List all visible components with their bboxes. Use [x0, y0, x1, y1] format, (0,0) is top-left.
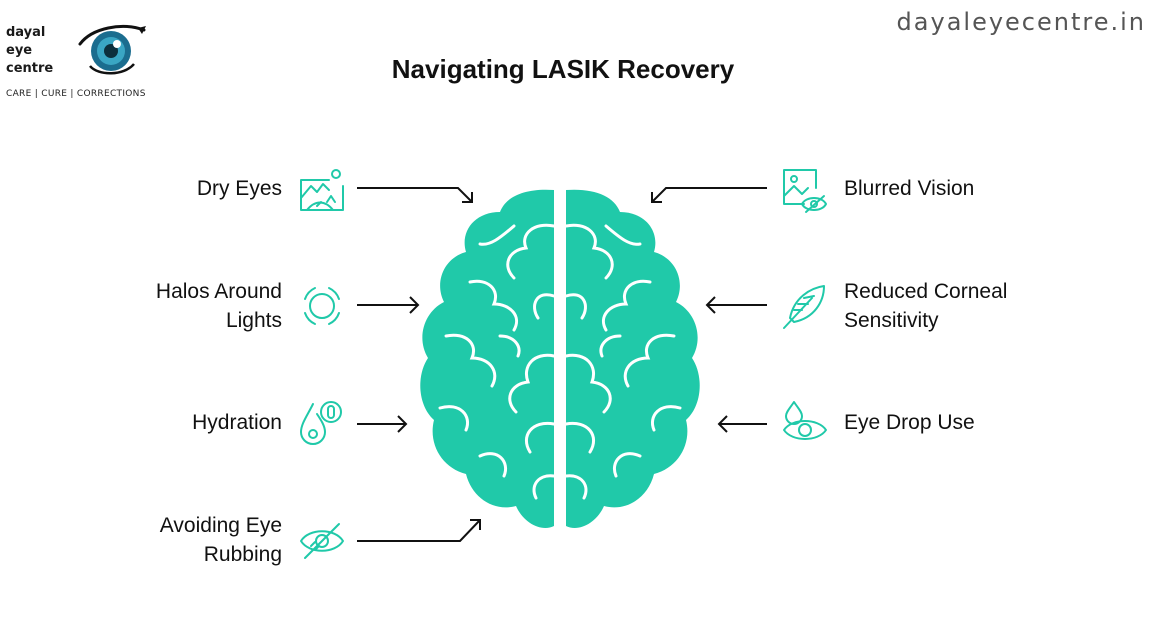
label-dry-eyes-line-1: Dry Eyes: [196, 177, 282, 200]
page-title: Navigating LASIK Recovery: [391, 54, 735, 84]
label-halos: Halos Around Lights: [156, 277, 282, 335]
logo-line-1: dayal: [6, 25, 46, 40]
label-halos-line-1: Halos Around: [155, 280, 282, 303]
label-corneal-line-2: Sensitivity: [844, 309, 939, 332]
label-hydration-line-1: Hydration: [192, 411, 282, 434]
logo-line-2: eye: [6, 43, 33, 58]
label-eye-drop-line-1: Eye Drop Use: [844, 411, 975, 434]
arrow-corneal: [705, 296, 767, 314]
label-avoiding-rubbing: Avoiding Eye Rubbing: [160, 511, 282, 569]
blurred-image-eye-icon: [783, 169, 827, 213]
halo-ring-icon: [304, 287, 340, 325]
arrow-hydration: [357, 415, 408, 433]
label-blurred-vision-line-1: Blurred Vision: [844, 177, 975, 200]
eye-drop-icon: [783, 401, 827, 440]
eye-slash-icon: [300, 523, 344, 559]
label-corneal: Reduced Corneal Sensitivity: [844, 277, 1007, 335]
label-dry-eyes: Dry Eyes: [197, 174, 282, 203]
label-halos-line-2: Lights: [225, 309, 282, 332]
arrow-dry-eyes: [357, 187, 473, 203]
label-eye-drop: Eye Drop Use: [844, 408, 975, 437]
arrow-avoiding-rubbing: [357, 519, 481, 542]
dry-landscape-icon: [300, 169, 344, 211]
arrow-halos: [357, 296, 420, 314]
label-avoiding-rubbing-line-2: Rubbing: [203, 543, 282, 566]
water-drop-icon: [300, 401, 342, 445]
brain-illustration: [420, 189, 700, 528]
logo-tagline: CARE | CURE | CORRECTIONS: [6, 89, 146, 99]
label-hydration: Hydration: [192, 408, 282, 437]
logo-wordmark: dayal eye centre: [6, 24, 53, 78]
label-avoiding-rubbing-line-1: Avoiding Eye: [159, 514, 282, 537]
label-blurred-vision: Blurred Vision: [844, 174, 974, 203]
brand-logo: dayal eye centre CARE | CURE | CORRECTIO…: [6, 24, 156, 104]
feather-icon: [783, 285, 825, 329]
logo-line-3: centre: [6, 61, 54, 76]
label-corneal-line-1: Reduced Corneal: [844, 280, 1008, 303]
arrow-blurred-vision: [651, 187, 767, 203]
site-url: dayaleyecentre.in: [896, 8, 1146, 36]
arrow-eye-drop: [717, 415, 767, 433]
logo-eye-icon: [78, 25, 146, 75]
